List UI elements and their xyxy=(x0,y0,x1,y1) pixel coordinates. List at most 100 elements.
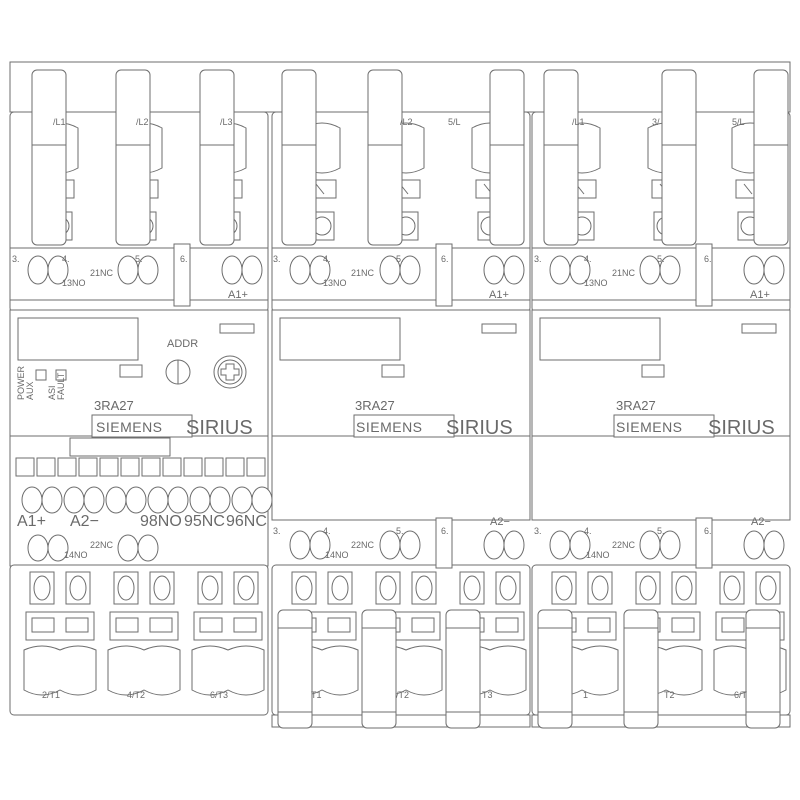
aux-label: 14NO xyxy=(586,550,610,560)
lever-handle xyxy=(537,609,573,729)
aux-terminal-opening xyxy=(289,255,311,285)
aux-terminal-opening xyxy=(309,255,331,285)
control-terminal-opening xyxy=(41,486,63,514)
test-point-hole xyxy=(69,575,87,601)
test-point-hole xyxy=(33,575,51,601)
coil-label-a1: A1+ xyxy=(228,289,248,301)
control-terminal-slot xyxy=(57,457,77,477)
spring-release-slot xyxy=(411,617,435,633)
aux-terminal-opening xyxy=(549,530,571,560)
sirius-logo: SIRIUS xyxy=(446,417,513,439)
lower-housing xyxy=(271,435,531,521)
drawing-geometry xyxy=(9,61,791,729)
control-terminal-95nc: 95NC xyxy=(184,513,225,530)
small-window xyxy=(741,323,777,334)
aux-terminal-opening xyxy=(503,255,525,285)
test-point-hole xyxy=(759,575,777,601)
control-terminal-96nc: 96NC xyxy=(226,513,267,530)
spring-release-slot xyxy=(65,617,89,633)
test-point-hole xyxy=(295,575,313,601)
control-terminal-opening xyxy=(63,486,85,514)
control-terminal-slot xyxy=(141,457,161,477)
lever-handle xyxy=(489,69,525,246)
aux-terminal-opening xyxy=(399,255,421,285)
addr-label: ADDR xyxy=(167,338,198,350)
spring-release-slot xyxy=(327,617,351,633)
spring-release-slot xyxy=(31,617,55,633)
aux-label: 4. xyxy=(584,254,592,264)
control-terminal-slot xyxy=(183,457,203,477)
aux-label: 3. xyxy=(273,254,281,264)
separator-bar xyxy=(695,517,713,569)
terminal-label-m3-l1: /L1 xyxy=(572,117,585,127)
control-terminal-opening xyxy=(189,486,211,514)
control-terminal-slot xyxy=(99,457,119,477)
test-point-hole xyxy=(117,575,135,601)
small-window xyxy=(219,323,255,334)
aux-label: 6. xyxy=(704,254,712,264)
screw-cross-icon xyxy=(220,363,240,381)
lever-handle xyxy=(277,609,313,729)
coil-label-a2: A2− xyxy=(751,516,771,528)
spring-release-slot xyxy=(495,617,519,633)
aux-terminal-opening xyxy=(399,530,421,560)
aux-label: 5. xyxy=(396,526,404,536)
test-point-hole xyxy=(201,575,219,601)
aux-terminal-opening xyxy=(743,530,765,560)
separator-bar xyxy=(435,243,453,307)
aux-terminal-opening xyxy=(137,255,159,285)
lower-rail xyxy=(531,714,791,728)
aux-label: 22NC xyxy=(90,540,114,550)
siemens-logo: SIEMENS xyxy=(356,419,423,435)
aux-terminal-opening xyxy=(241,255,263,285)
terminal-label-m3-t1: 1 xyxy=(583,690,588,700)
coil-label-a2: A2− xyxy=(490,516,510,528)
aux-label: 14NO xyxy=(64,550,88,560)
model-label: 3RA27 xyxy=(94,398,134,413)
test-point-hole xyxy=(379,575,397,601)
sirius-logo: SIRIUS xyxy=(708,417,775,439)
terminal-screw-opening xyxy=(191,645,265,696)
terminal-label-t1: 2/T1 xyxy=(42,690,60,700)
control-terminal-slot xyxy=(15,457,35,477)
spring-release-slot xyxy=(199,617,223,633)
aux-label: 4. xyxy=(323,526,331,536)
aux-terminal-opening xyxy=(483,255,505,285)
control-terminal-opening xyxy=(83,486,105,514)
led-label-asi: ASI xyxy=(47,385,57,400)
aux-terminal-opening xyxy=(289,530,311,560)
lever-handle xyxy=(661,69,697,246)
terminal-label-l2: /L2 xyxy=(136,117,149,127)
terminal-label-l3: /L3 xyxy=(220,117,233,127)
aux-terminal-opening xyxy=(569,530,591,560)
marking-label-window xyxy=(539,317,661,361)
aux-label: 5. xyxy=(657,526,665,536)
model-label: 3RA27 xyxy=(355,398,395,413)
control-terminal-opening xyxy=(147,486,169,514)
siemens-logo-box xyxy=(91,414,193,438)
terminal-label-m3-t3: 6/T xyxy=(734,690,748,700)
sirius-logo: SIRIUS xyxy=(186,417,253,439)
aux-label: 13NO xyxy=(584,278,608,288)
indicator-window xyxy=(381,364,405,378)
lever-handle xyxy=(281,69,317,246)
terminal-label-m2-l3: 5/L xyxy=(448,117,461,127)
aux-terminal-opening xyxy=(221,255,243,285)
test-point-hole xyxy=(555,575,573,601)
aux-terminal-opening xyxy=(309,530,331,560)
led-label-power: POWER xyxy=(16,365,26,400)
aux-label: 21NC xyxy=(351,268,375,278)
aux-label: 6. xyxy=(180,254,188,264)
aux-bottom-labels-m3: 3. 4. 22NC 14NO 5. 6. A2− xyxy=(534,516,771,560)
aux-label: 5. xyxy=(657,254,665,264)
control-terminal-slot xyxy=(78,457,98,477)
aux-label: 6. xyxy=(441,526,449,536)
siemens-logo: SIEMENS xyxy=(616,419,683,435)
terminal-label-m3-t2: T2 xyxy=(664,690,675,700)
aux-terminal-opening xyxy=(569,255,591,285)
indicator-window xyxy=(641,364,665,378)
terminal-label-m2-t1: T1 xyxy=(311,690,322,700)
lever-handle xyxy=(753,69,789,246)
aux-terminal-opening xyxy=(117,534,139,562)
